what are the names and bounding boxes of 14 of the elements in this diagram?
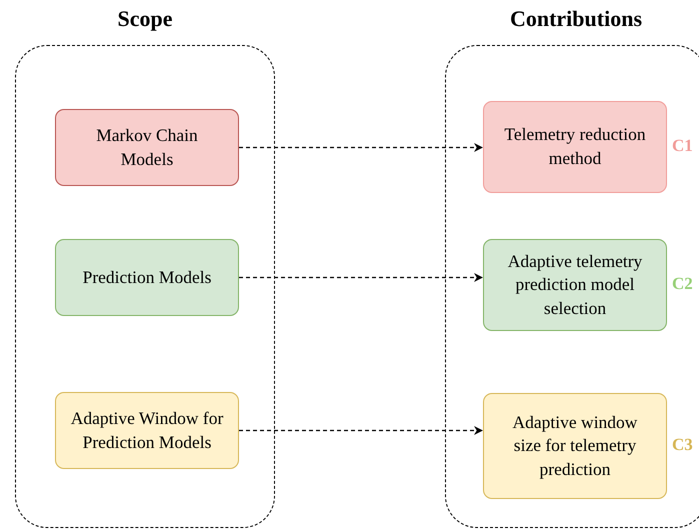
process-box: Prediction Models	[55, 239, 239, 316]
contribution-tag: C2	[672, 274, 693, 294]
process-box: Adaptive telemetry prediction model selection	[483, 239, 667, 331]
arrow	[239, 426, 483, 435]
arrow	[239, 273, 483, 282]
contribution-tag: C3	[672, 435, 693, 455]
process-box: Adaptive window size for telemetry prediction	[483, 393, 667, 499]
group-heading: Contributions	[508, 6, 644, 32]
process-box: Adaptive Window for Prediction Models	[55, 392, 239, 469]
group-heading: Scope	[116, 6, 174, 32]
process-box: Telemetry reduction method	[483, 101, 667, 193]
contribution-tag: C1	[672, 136, 693, 156]
process-box: Markov Chain Models	[55, 109, 239, 186]
arrow	[239, 143, 483, 152]
